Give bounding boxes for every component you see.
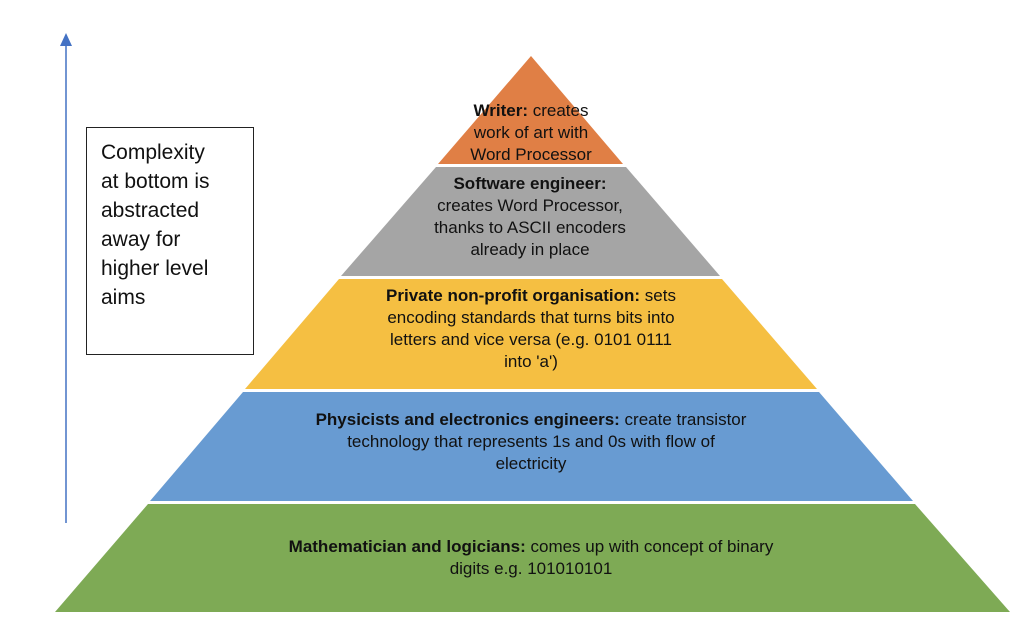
note-line: at bottom is [101, 170, 210, 193]
tier-title: Physicists and electronics engineers: [315, 410, 620, 429]
note-line: abstracted [101, 199, 200, 222]
tier-software-engineer-shape [341, 167, 720, 276]
tier-line: sets [640, 286, 676, 305]
tier-line: creates Word Processor, [437, 196, 623, 215]
tier-line: electricity [495, 454, 567, 473]
tier-physicists-shape [150, 392, 913, 501]
tier-writer-label: Writer: creates work of art with Word Pr… [420, 100, 642, 166]
tier-title: Private non-profit organisation: [386, 286, 641, 305]
arrow-up-icon [60, 33, 72, 46]
tier-line: encoding standards that turns bits into [387, 308, 675, 327]
tier-line: work of art with [473, 123, 589, 142]
tier-line: already in place [470, 240, 590, 259]
note-line: higher level [101, 257, 209, 280]
tier-title: Mathematician and logicians: [288, 537, 526, 556]
tier-line: Word Processor [470, 145, 592, 164]
tier-mathematicians-shape [55, 504, 1010, 612]
tier-nonprofit-label: Private non-profit organisation: sets en… [290, 285, 772, 373]
tier-line: comes up with concept of binary [525, 537, 774, 556]
tier-title: Software engineer: [453, 174, 607, 193]
tier-nonprofit-shape [245, 279, 817, 389]
tier-mathematicians-label: Mathematician and logicians: comes up wi… [180, 536, 882, 580]
tier-line: into 'a') [504, 352, 558, 371]
tier-software-engineer-label: Software engineer: creates Word Processo… [380, 173, 680, 261]
tier-line: creates [528, 101, 589, 120]
tier-line: letters and vice versa (e.g. 0101 0111 [390, 330, 672, 349]
abstraction-note-box: Complexity at bottom is abstracted away … [86, 127, 254, 355]
tier-line: digits e.g. 101010101 [449, 559, 613, 578]
tier-title: Writer: [473, 101, 528, 120]
note-line: Complexity [101, 141, 205, 164]
tier-writer-shape [438, 56, 623, 164]
tier-line: thanks to ASCII encoders [434, 218, 626, 237]
tier-line: technology that represents 1s and 0s wit… [347, 432, 715, 451]
note-line: aims [101, 286, 146, 309]
note-line: away for [101, 228, 181, 251]
tier-physicists-label: Physicists and electronics engineers: cr… [230, 409, 832, 475]
tier-line: create transistor [619, 410, 747, 429]
